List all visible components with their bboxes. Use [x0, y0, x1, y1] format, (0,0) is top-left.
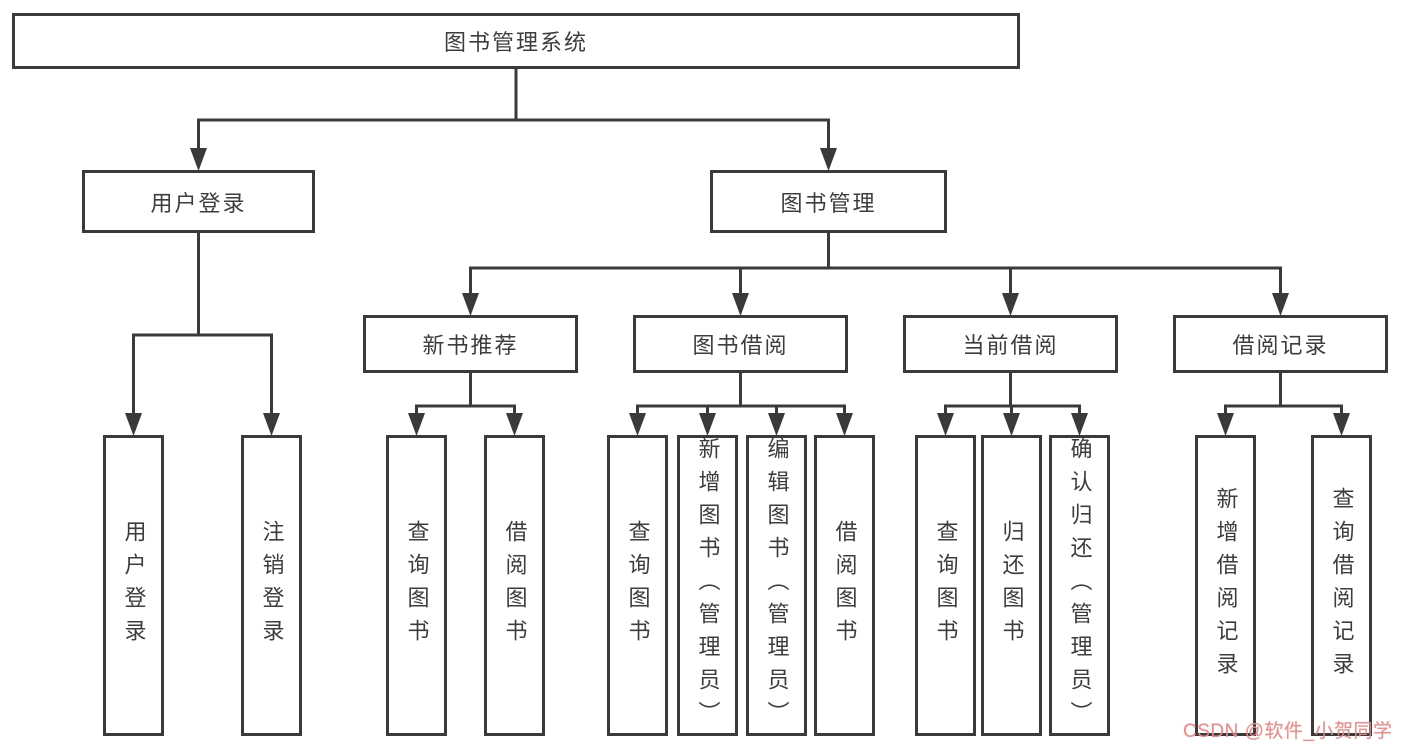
connector-borrow-record-to-leaves	[1217, 373, 1350, 436]
leaf-borrow-book-recommend: 借阅图书	[484, 435, 545, 736]
node-label: 用户登录	[150, 190, 247, 216]
node-new-book-recommend: 新书推荐	[363, 315, 578, 373]
leaf-label: 查询图书	[404, 519, 430, 652]
leaf-query-borrow-record: 查询借阅记录	[1311, 435, 1372, 736]
leaf-label: 归还图书	[999, 519, 1025, 652]
connector-book-mgmt-to-level3	[462, 233, 1289, 316]
connector-user-login-to-leaves	[125, 233, 280, 436]
node-label: 当前借阅	[962, 333, 1059, 358]
leaf-logout: 注销登录	[241, 435, 302, 736]
leaf-user-login: 用户登录	[103, 435, 164, 736]
leaf-edit-book-admin: 编辑图书（管理员）	[746, 435, 807, 736]
node-label: 图书借阅	[692, 333, 789, 358]
leaf-label: 查询借阅记录	[1329, 486, 1355, 685]
leaf-borrow-book: 借阅图书	[814, 435, 875, 736]
connector-new-book-to-leaves	[408, 373, 523, 436]
node-library-system-root: 图书管理系统	[12, 13, 1020, 69]
leaf-label: 借阅图书	[832, 519, 858, 652]
connector-current-borrow-to-leaves	[937, 373, 1088, 436]
leaf-return-book: 归还图书	[981, 435, 1042, 736]
connector-book-borrow-to-leaves	[629, 373, 853, 436]
leaf-label: 用户登录	[121, 519, 147, 652]
leaf-label: 查询图书	[625, 519, 651, 652]
node-label: 图书管理系统	[443, 30, 588, 55]
leaf-query-book-current: 查询图书	[915, 435, 976, 736]
node-label: 新书推荐	[422, 333, 519, 358]
leaf-label: 注销登录	[259, 519, 285, 652]
node-user-login: 用户登录	[82, 170, 315, 233]
connector-root-to-level2	[190, 68, 837, 171]
leaf-add-book-admin: 新增图书（管理员）	[677, 435, 738, 736]
node-book-borrow: 图书借阅	[633, 315, 848, 373]
leaf-query-book-recommend: 查询图书	[386, 435, 447, 736]
leaf-label: 编辑图书（管理员）	[764, 437, 790, 734]
node-label: 借阅记录	[1232, 333, 1329, 358]
node-book-management: 图书管理	[710, 170, 947, 233]
leaf-label: 确认归还（管理员）	[1067, 437, 1093, 734]
csdn-watermark: CSDN @软件_小贺同学	[1183, 721, 1393, 742]
leaf-confirm-return-admin: 确认归还（管理员）	[1049, 435, 1110, 736]
node-current-borrow: 当前借阅	[903, 315, 1118, 373]
node-label: 图书管理	[780, 190, 877, 216]
node-borrow-record: 借阅记录	[1173, 315, 1388, 373]
leaf-query-book-borrow: 查询图书	[607, 435, 668, 736]
leaf-label: 借阅图书	[502, 519, 528, 652]
leaf-label: 新增图书（管理员）	[695, 437, 721, 734]
leaf-label: 查询图书	[933, 519, 959, 652]
leaf-add-borrow-record: 新增借阅记录	[1195, 435, 1256, 736]
leaf-label: 新增借阅记录	[1213, 486, 1239, 685]
